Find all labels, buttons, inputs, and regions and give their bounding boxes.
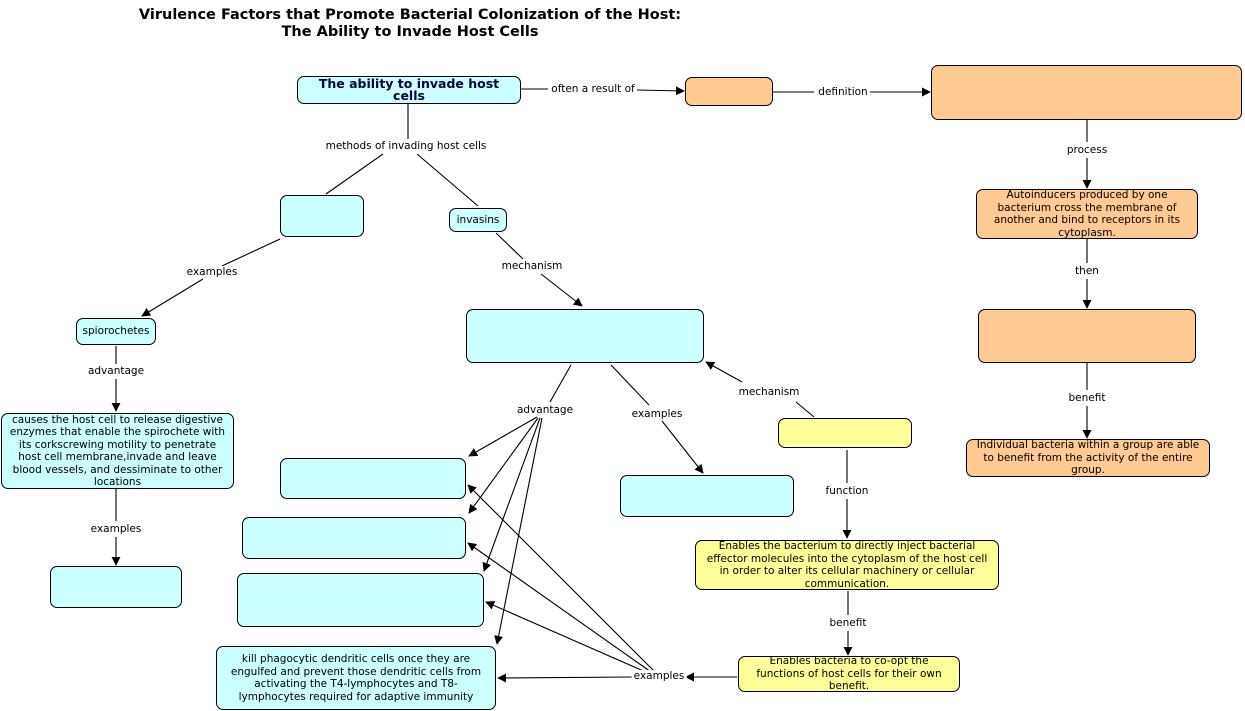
connector (795, 401, 815, 418)
node-advantage-blank-1[interactable] (280, 458, 466, 499)
connector-arrow (141, 278, 204, 317)
node-enables-coopt[interactable]: Enables bacteria to co-opt the functions… (738, 656, 960, 692)
connector-arrow (540, 273, 583, 307)
connector-arrow (497, 673, 634, 683)
node-mechanism-blank[interactable] (466, 309, 704, 363)
connector (495, 232, 524, 260)
link-label-examples-center: examples (629, 408, 685, 420)
connector (416, 153, 479, 207)
link-label-definition: definition (816, 86, 870, 98)
link-label-benefit-orange: benefit (1066, 392, 1108, 404)
node-advantage-blank-3[interactable] (237, 573, 484, 627)
title-line-1: Virulence Factors that Promote Bacterial… (138, 7, 682, 23)
link-label-examples-spiro: examples (88, 523, 144, 535)
link-label-then: then (1073, 265, 1101, 277)
node-spirochetes[interactable]: spiorochetes (76, 318, 156, 345)
node-spirochete-example-blank[interactable] (50, 566, 182, 608)
node-definition-blank[interactable] (931, 65, 1242, 120)
link-label-methods: methods of invading host cells (323, 140, 489, 152)
link-label-examples-bottom: examples (631, 670, 687, 682)
node-advantage-blank-2[interactable] (242, 517, 466, 559)
node-enables-inject[interactable]: Enables the bacterium to directly inject… (695, 540, 999, 590)
connector-arrow (482, 417, 541, 572)
title-line-2: The Ability to Invade Host Cells (281, 24, 539, 40)
link-label-mechanism-invasins: mechanism (499, 260, 565, 272)
diagram-title: Virulence Factors that Promote Bacterial… (110, 7, 710, 41)
connector-arrow (494, 417, 543, 645)
link-label-benefit-yellow: benefit (827, 617, 869, 629)
link-label-examples-left: examples (184, 266, 240, 278)
node-kill-phagocytic[interactable]: kill phagocytic dendritic cells once the… (216, 646, 496, 710)
node-yellow-blank[interactable] (778, 418, 912, 448)
link-label-function: function (823, 485, 871, 497)
link-label-process: process (1064, 144, 1110, 156)
node-invade-host-cells[interactable]: The ability to invade host cells (297, 76, 521, 104)
connector-arrow (467, 484, 655, 672)
connector (325, 153, 384, 195)
node-method-blank[interactable] (280, 195, 364, 237)
connector-arrow (467, 542, 652, 673)
link-label-often-result-of: often a result of (549, 83, 637, 95)
node-spirochete-advantage[interactable]: causes the host cell to release digestiv… (1, 413, 234, 489)
node-autoinducers[interactable]: Autoinducers produced by one bacterium c… (976, 189, 1198, 239)
link-label-advantage-center: advantage (514, 404, 576, 416)
node-individual-bacteria[interactable]: Individual bacteria within a group are a… (966, 439, 1210, 477)
node-then-blank[interactable] (978, 309, 1196, 363)
node-examples-blank[interactable] (620, 475, 794, 517)
connector-arrow (636, 86, 685, 96)
connector-arrow (705, 361, 743, 383)
node-result-blank[interactable] (685, 77, 773, 106)
connector (549, 364, 572, 403)
connector (610, 364, 650, 406)
connector-arrow (468, 416, 538, 457)
link-label-advantage-left: advantage (85, 365, 147, 377)
connector-arrow (661, 420, 704, 474)
connector-arrow (468, 417, 539, 514)
connector-arrow (485, 601, 649, 674)
connector (221, 238, 281, 267)
node-invasins[interactable]: invasins (449, 208, 507, 232)
link-label-mechanism-yellow: mechanism (736, 386, 802, 398)
